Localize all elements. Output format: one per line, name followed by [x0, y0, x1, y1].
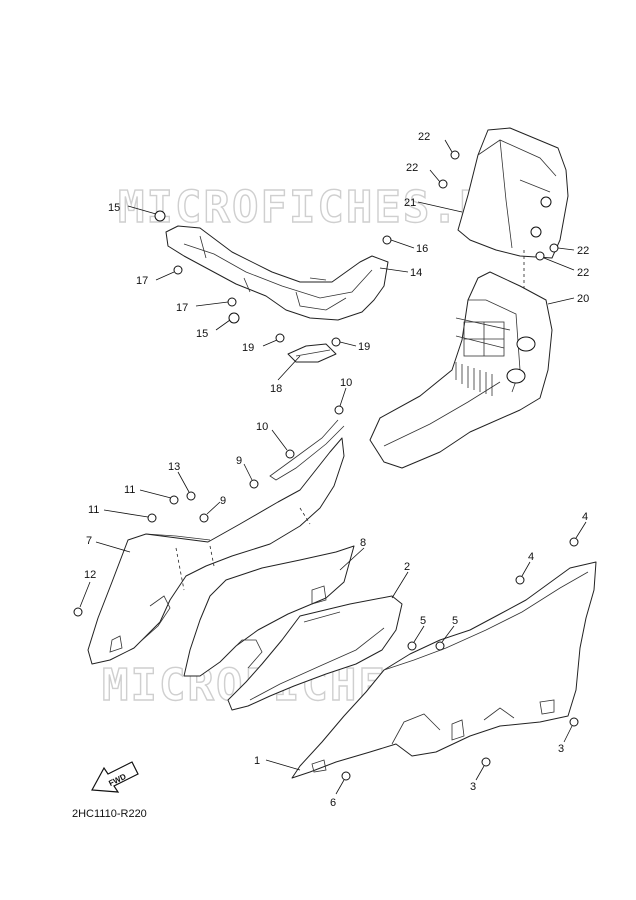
callout-1: 1 — [254, 755, 260, 767]
part-21-upper-cover — [457, 127, 569, 300]
callout-11-lower: 11 — [88, 504, 99, 516]
callout-17-upper: 17 — [136, 275, 148, 287]
callout-22-d: 22 — [577, 267, 589, 279]
callout-6: 6 — [330, 797, 336, 809]
bolt-12 — [73, 607, 83, 617]
fasteners — [73, 150, 579, 781]
part-20-body-cover — [369, 271, 553, 469]
screw-9-upper — [249, 479, 259, 489]
screw-9-lower — [199, 513, 209, 523]
callout-2: 2 — [404, 561, 410, 573]
screw-3-center — [481, 757, 491, 767]
callout-10-mid: 10 — [256, 421, 268, 433]
screw-10-mid — [285, 449, 295, 459]
part-18-bracket — [287, 343, 337, 363]
callout-17-lower: 17 — [176, 302, 188, 314]
callout-12: 12 — [84, 569, 96, 581]
callout-7: 7 — [86, 535, 92, 547]
part-2-mid-side-cover — [227, 595, 403, 711]
screw-5-right — [435, 641, 445, 651]
callout-18: 18 — [270, 383, 282, 395]
screw-4-left — [515, 575, 525, 585]
part-14-top-cover — [165, 225, 389, 321]
callout-14: 14 — [410, 267, 422, 279]
callout-22-b: 22 — [406, 162, 418, 174]
screw-19-left — [275, 333, 285, 343]
callout-22-c: 22 — [577, 245, 589, 257]
callout-20: 20 — [577, 293, 589, 305]
screw-22-c — [549, 243, 559, 253]
callout-3-center: 3 — [470, 781, 476, 793]
callout-8: 8 — [360, 537, 366, 549]
callout-4-left: 4 — [528, 551, 534, 563]
leader-lines — [79, 139, 587, 795]
screw-4-right — [569, 537, 579, 547]
callout-16: 16 — [416, 243, 428, 255]
callout-5-left: 5 — [420, 615, 426, 627]
part-7-left-side-panel — [87, 437, 345, 665]
clip-17-lower — [227, 297, 237, 307]
bolt-11-lower — [147, 513, 157, 523]
callout-labels: 15 17 17 15 16 14 19 19 18 22 22 21 22 2… — [84, 131, 589, 809]
callout-9-upper: 9 — [236, 455, 242, 467]
callout-3-right: 3 — [558, 743, 564, 755]
callout-4-right: 4 — [582, 511, 588, 523]
screw-19-right — [331, 337, 341, 347]
callout-13: 13 — [168, 461, 180, 473]
callout-19-left: 19 — [242, 342, 254, 354]
callout-15-top: 15 — [108, 202, 120, 214]
bolt-15-lower — [228, 312, 240, 324]
callout-21: 21 — [404, 197, 416, 209]
screw-6 — [341, 771, 351, 781]
part-1-large-side-cover — [291, 561, 597, 779]
screw-22-a — [450, 150, 460, 160]
clip-17-upper — [173, 265, 183, 275]
callout-22-a: 22 — [418, 131, 430, 143]
callout-5-right: 5 — [452, 615, 458, 627]
callout-9-lower: 9 — [220, 495, 226, 507]
screw-22-b — [438, 179, 448, 189]
screw-13 — [186, 491, 196, 501]
callout-11-upper: 11 — [124, 484, 135, 496]
part-side-bracket-rail — [145, 419, 345, 541]
drawing-code: 2HC1110-R220 — [72, 808, 147, 820]
screw-16 — [382, 235, 392, 245]
callout-10-top: 10 — [340, 377, 352, 389]
bolt-15-top — [154, 210, 166, 222]
callout-19-right: 19 — [358, 341, 370, 353]
part-8-side-cover — [183, 545, 355, 677]
fwd-arrow-icon: FWD — [91, 761, 139, 793]
screw-3-right — [569, 717, 579, 727]
callout-15-lower: 15 — [196, 328, 208, 340]
screw-22-d — [535, 251, 545, 261]
bolt-11-upper — [169, 495, 179, 505]
screw-5-left — [407, 641, 417, 651]
screw-10-top — [334, 405, 344, 415]
